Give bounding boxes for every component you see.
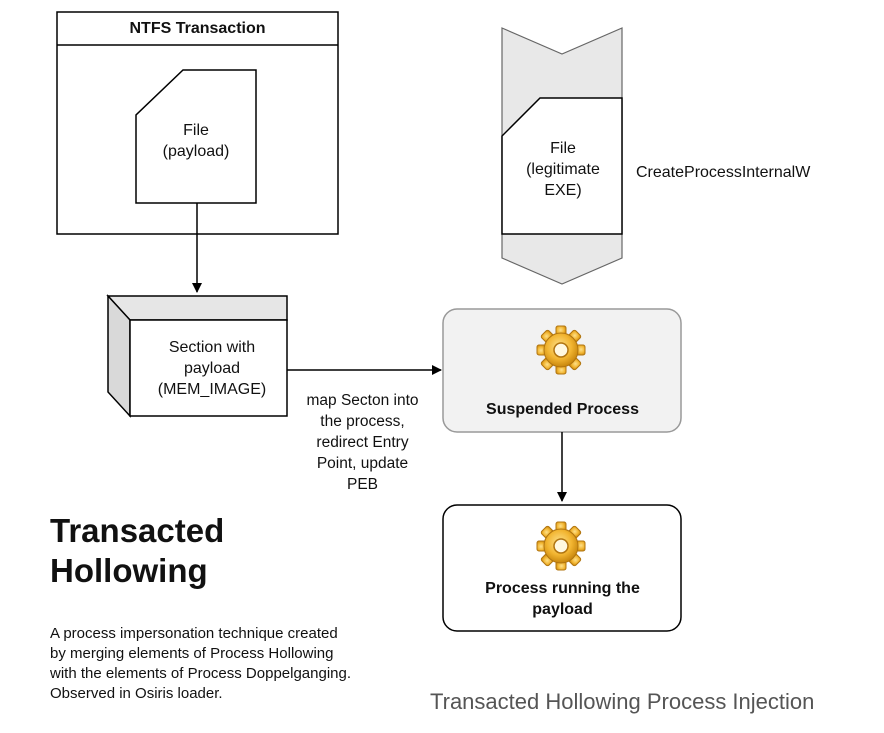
file-payload-label: File (payload): [162, 122, 230, 160]
page-heading: Transacted Hollowing: [50, 512, 225, 589]
running-process-label: Process running the payload: [485, 580, 640, 618]
suspended-process-label: Suspended Process: [486, 401, 639, 418]
file-payload-shape: [135, 69, 257, 204]
map-section-label: map Secton into the process, redirect En…: [306, 392, 419, 493]
gear-icon: [536, 521, 586, 571]
gear-icon: [536, 325, 586, 375]
technique-description: A process impersonation technique create…: [50, 625, 352, 702]
legit-exe-container: [501, 27, 623, 285]
file-legit-label: File (legitimate EXE): [526, 140, 600, 199]
create-process-label: CreateProcessInternalW: [636, 164, 811, 181]
figure-caption: Transacted Hollowing Process Injection: [430, 689, 815, 714]
section-label: Section with payload (MEM_IMAGE): [157, 339, 267, 398]
section-box: [106, 294, 288, 418]
ntfs-transaction-title: NTFS Transaction: [129, 20, 266, 37]
